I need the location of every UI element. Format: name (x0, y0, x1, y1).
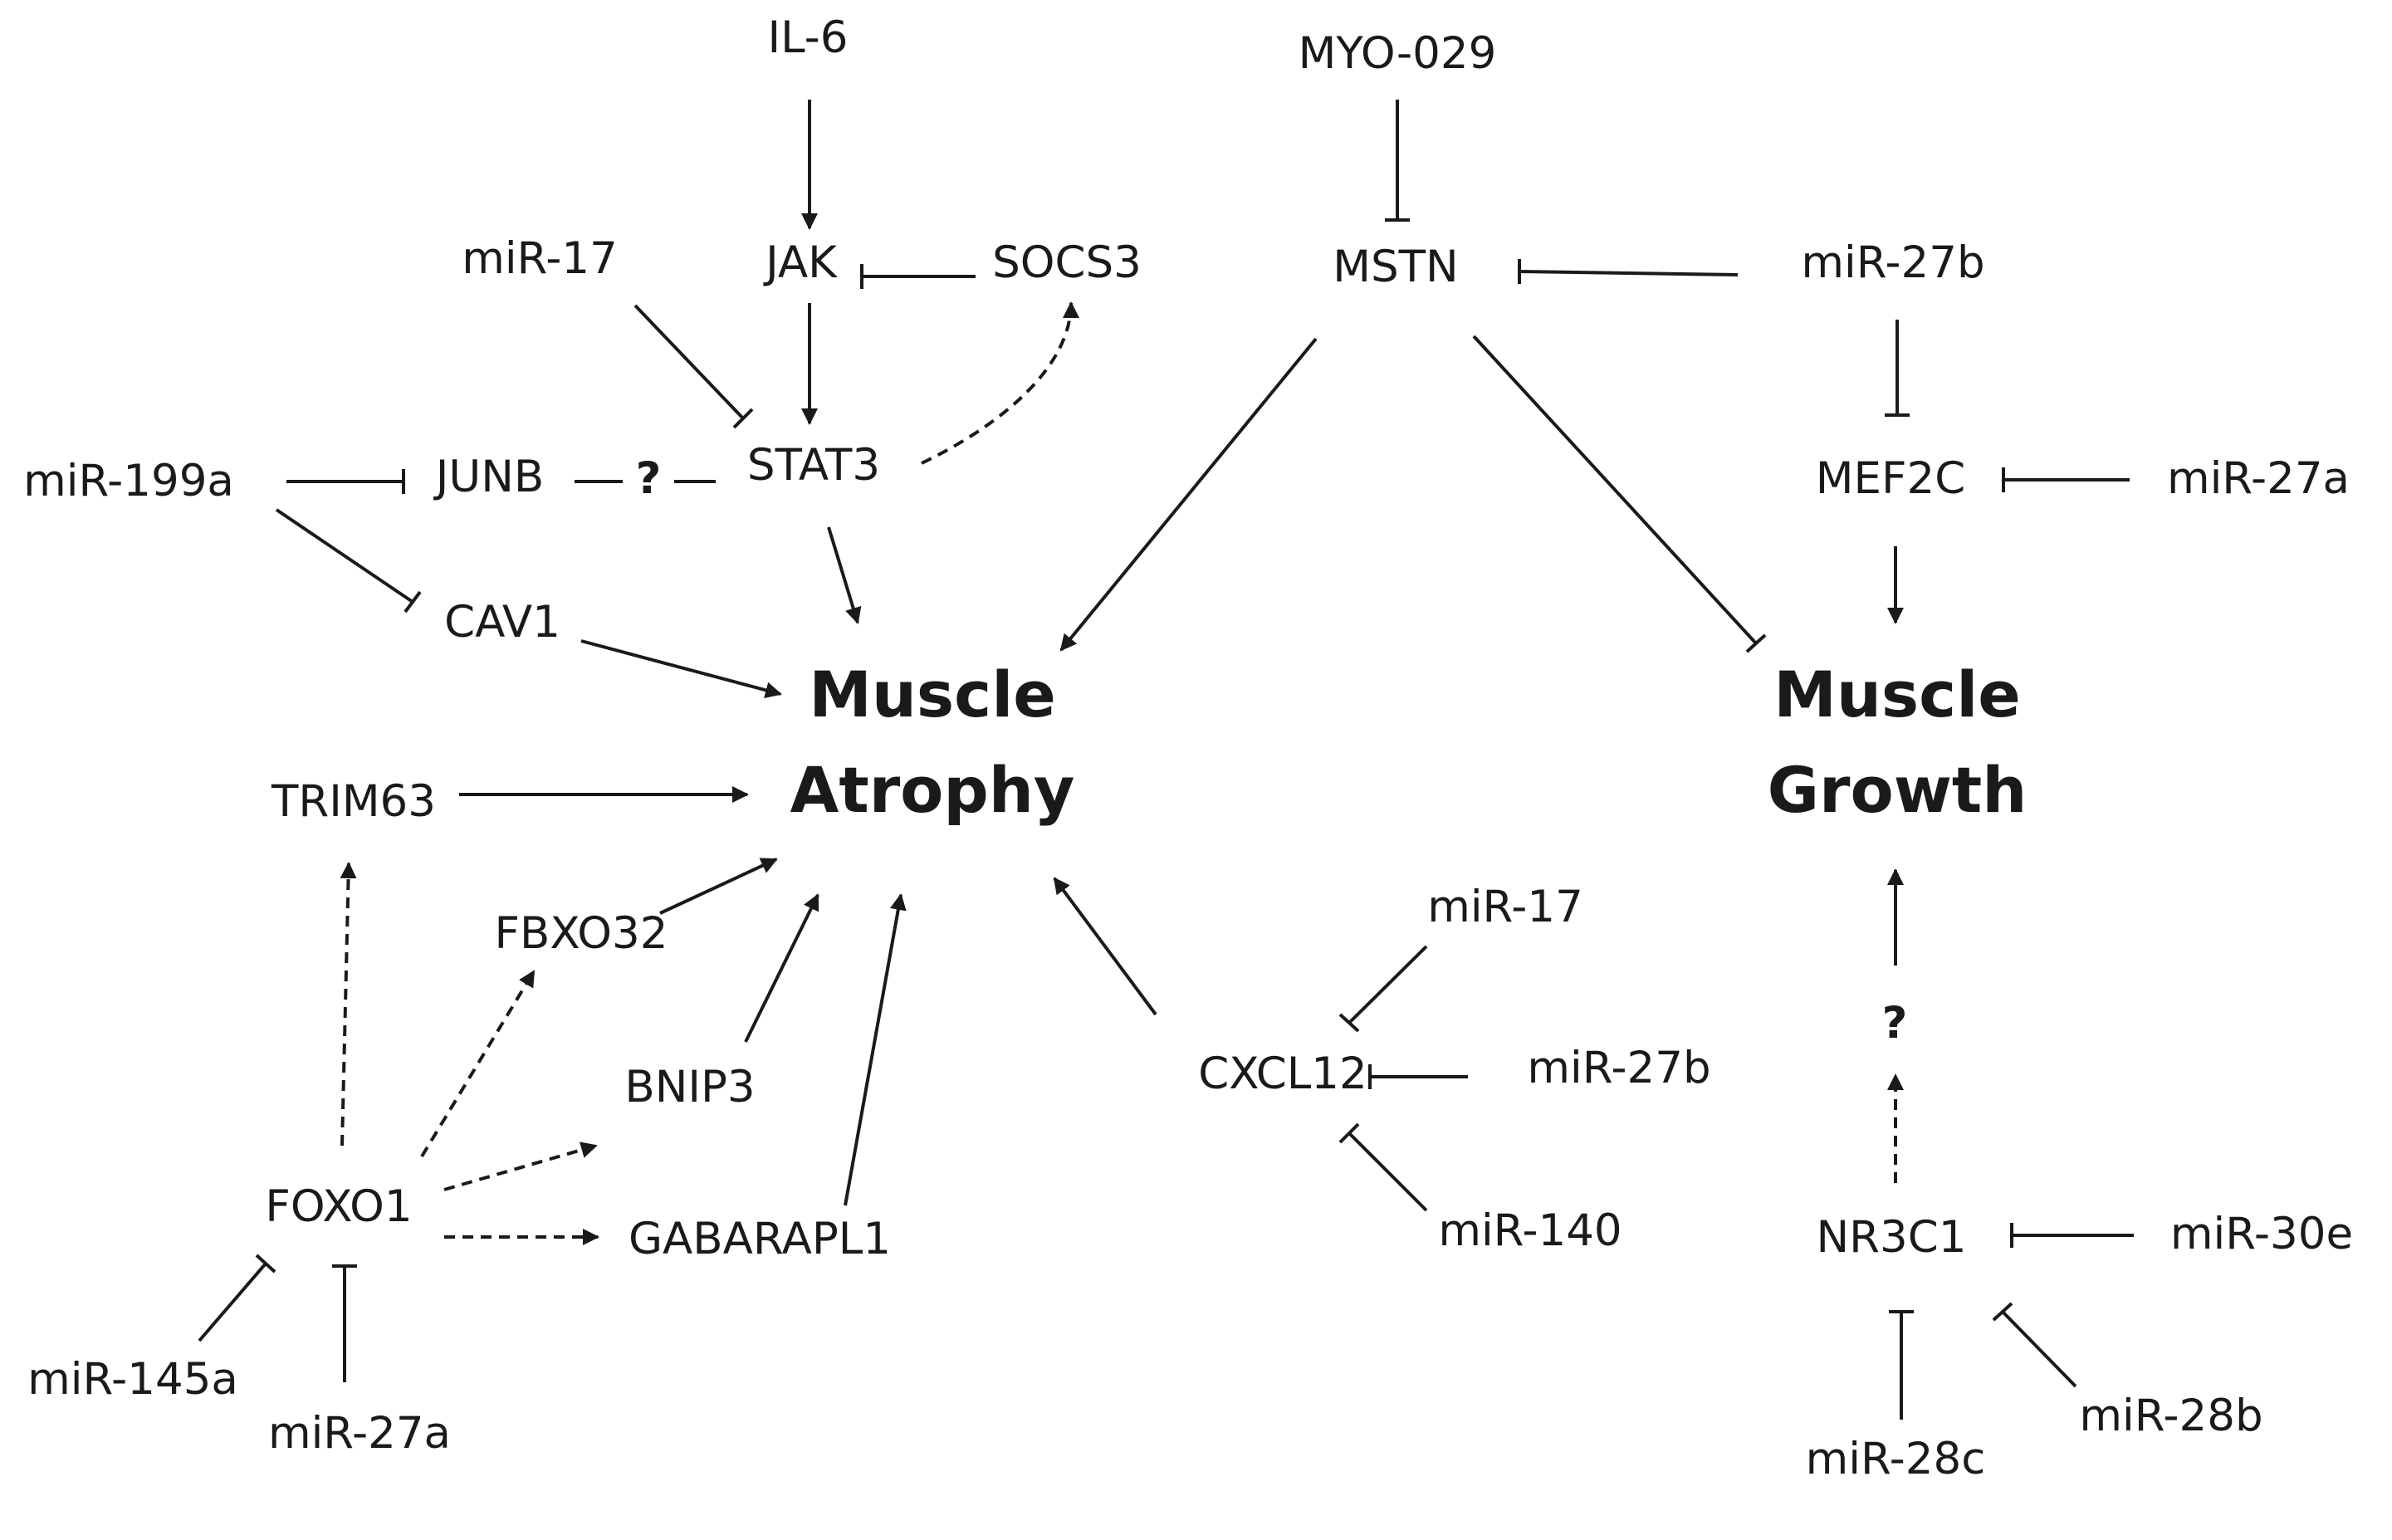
edge-mir17-inhibits-cxcl12 (1338, 945, 1428, 1033)
edge-foxo1-to-fbxo32 (420, 970, 536, 1158)
muscle-atrophy-label-line1: Muscle (809, 658, 1056, 731)
edge-mir199a-inhibits-junb (286, 469, 405, 494)
edges: SOCS3 (dashed curve) --> (198, 100, 2134, 1420)
edge-stat3-to-socs3 (921, 301, 1079, 465)
node-foxo1: FOXO1 (265, 1181, 412, 1232)
edge-bnip3-to-atrophy (744, 893, 819, 1043)
edge-socs3-inhibits-jak (860, 264, 976, 289)
node-mir28c: miR-28c (1806, 1434, 1986, 1484)
node-nr3c1: NR3C1 (1817, 1212, 1967, 1263)
edge-myo029-inhibits-mstn (1385, 100, 1410, 222)
node-gabarapl1: GABARAPL1 (629, 1214, 891, 1264)
node-stat3: STAT3 (747, 440, 880, 491)
node-mir28b: miR-28b (2079, 1391, 2262, 1441)
edge-cxcl12-to-atrophy (1053, 877, 1157, 1016)
node-bnip3: BNIP3 (624, 1062, 755, 1112)
edge-mir27b-inhibits-mstn (1518, 259, 1739, 284)
node-mir140: miR-140 (1438, 1205, 1622, 1256)
edge-mir199a-inhibits-cav1 (275, 508, 422, 614)
edge-mir27a-inhibits-foxo1 (332, 1264, 357, 1382)
muscle-atrophy-label-line2: Atrophy (790, 753, 1075, 827)
node-mef2c: MEF2C (1816, 453, 1965, 504)
node-mir27a-right: miR-27a (2167, 453, 2350, 504)
edge-mir27b-inhibits-mef2c (1885, 320, 1910, 417)
node-junb: JUNB (433, 452, 544, 502)
node-cxcl12: CXCL12 (1198, 1049, 1367, 1099)
node-mir30e: miR-30e (2170, 1209, 2353, 1259)
node-mir17-bottom: miR-17 (1427, 882, 1583, 932)
node-myo029: MYO-029 (1299, 28, 1497, 79)
outcome-labels: Muscle Atrophy Muscle Growth (790, 658, 2028, 827)
edge-foxo1-to-trim63 (340, 862, 357, 1146)
node-mir145a: miR-145a (27, 1354, 238, 1405)
node-mir27b-bottom: miR-27b (1527, 1043, 1710, 1093)
node-labels: IL-6 JAK SOCS3 STAT3 miR-17 miR-199a JUN… (23, 12, 2353, 1484)
edge-mstn-inhibits-growth (1472, 335, 1767, 653)
edge-mir30e-inhibits-nr3c1 (2010, 1223, 2134, 1248)
node-jak: JAK (763, 237, 838, 288)
muscle-growth-label-line2: Growth (1768, 753, 2028, 827)
node-trim63: TRIM63 (271, 776, 436, 827)
edge-mir17-inhibits-stat3 (633, 304, 754, 429)
node-fbxo32: FBXO32 (495, 908, 668, 959)
node-mir17-top: miR-17 (462, 233, 618, 284)
edge-foxo1-to-bnip3 (443, 1142, 598, 1191)
edge-fbxo32-to-atrophy (659, 858, 778, 915)
edge-mir28c-inhibits-nr3c1 (1889, 1310, 1914, 1420)
edge-mir28b-inhibits-nr3c1 (1992, 1302, 2077, 1388)
node-il6: IL-6 (767, 12, 848, 63)
edge-mir27a-inhibits-mef2c (2002, 467, 2130, 492)
node-mir27b-top: miR-27b (1801, 237, 1984, 288)
node-socs3: SOCS3 (992, 237, 1142, 288)
edge-mir27b-inhibits-cxcl12 (1368, 1064, 1468, 1089)
edge-cav1-to-atrophy (580, 639, 782, 699)
node-mir199a: miR-199a (23, 456, 234, 506)
edge-mir140-inhibits-cxcl12 (1338, 1122, 1428, 1212)
node-cav1: CAV1 (444, 597, 560, 648)
node-mir27a-bottom: miR-27a (268, 1408, 451, 1459)
muscle-growth-label-line1: Muscle (1773, 658, 2021, 731)
node-junb-stat3-unknown: ? (636, 453, 662, 504)
edge-mir145a-inhibits-foxo1 (198, 1254, 276, 1342)
node-nr3c1-unknown: ? (1882, 998, 1908, 1049)
node-mstn: MSTN (1333, 242, 1458, 292)
edge-stat3-to-atrophy (827, 526, 862, 624)
edge-mstn-to-atrophy (1059, 337, 1318, 652)
edge-gabarapl1-to-atrophy (844, 893, 907, 1206)
